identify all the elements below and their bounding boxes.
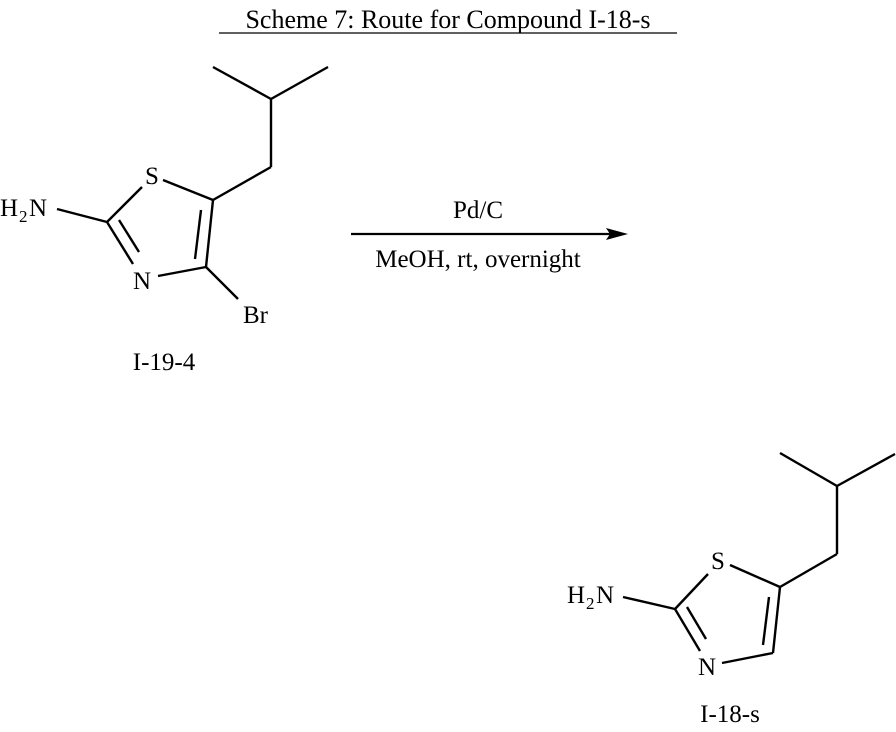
atom-amine-h: H [567, 582, 585, 609]
bond-nh2-c2 [57, 209, 107, 222]
bond-c5-c4-inner [195, 210, 201, 259]
bond-c5-c4 [773, 587, 780, 653]
atom-sulfur: S [145, 163, 159, 190]
atom-amine-subscript: 2 [19, 207, 28, 226]
scheme-title-text: Scheme 7: Route for Compound I-18-s [245, 5, 650, 34]
bond-ch2-c5 [213, 167, 271, 200]
atom-sulfur: S [711, 548, 725, 575]
atom-amine-h: H [0, 195, 18, 222]
bond-c5-c4 [206, 200, 213, 267]
atom-nitrogen-ring: N [698, 654, 716, 681]
scheme-title: Scheme 7: Route for Compound I-18-s [219, 5, 677, 34]
atom-bromine: Br [243, 302, 269, 329]
bond-s-c5 [163, 180, 213, 200]
bond-c5-c4-inner [763, 597, 769, 645]
bond-c2-n3 [675, 609, 700, 651]
atom-amine-subscript: 2 [586, 594, 595, 613]
bond-c2-s [675, 574, 708, 609]
atom-amine-n: N [596, 582, 614, 609]
atom-nitrogen-ring: N [133, 268, 151, 295]
compound-label-product: I-18-s [700, 701, 760, 728]
reagent-label: Pd/C [453, 197, 503, 224]
bond-nh2-c2 [623, 597, 675, 609]
starting-material-structure: S N H 2 N Br I-19-4 [0, 67, 328, 376]
bond-methyl-right [837, 454, 895, 486]
bond-c4-n3 [722, 653, 773, 663]
compound-label-starting: I-19-4 [133, 349, 196, 376]
bond-methyl-left [213, 67, 271, 99]
bond-c4-br [206, 267, 238, 299]
atom-amine-n: N [29, 195, 47, 222]
reaction-arrow-group: Pd/C MeOH, rt, overnight [351, 197, 628, 273]
bond-methyl-right [271, 67, 328, 99]
bond-c4-n3 [158, 267, 206, 276]
product-structure: S N H 2 N I-18-s [567, 453, 895, 728]
bond-c2-s [107, 187, 142, 222]
bond-methyl-left [780, 453, 837, 486]
conditions-label: MeOH, rt, overnight [375, 246, 581, 273]
bond-s-c5 [730, 565, 780, 587]
bond-ch2-c5 [780, 554, 837, 587]
bond-c2-n3 [107, 222, 133, 264]
